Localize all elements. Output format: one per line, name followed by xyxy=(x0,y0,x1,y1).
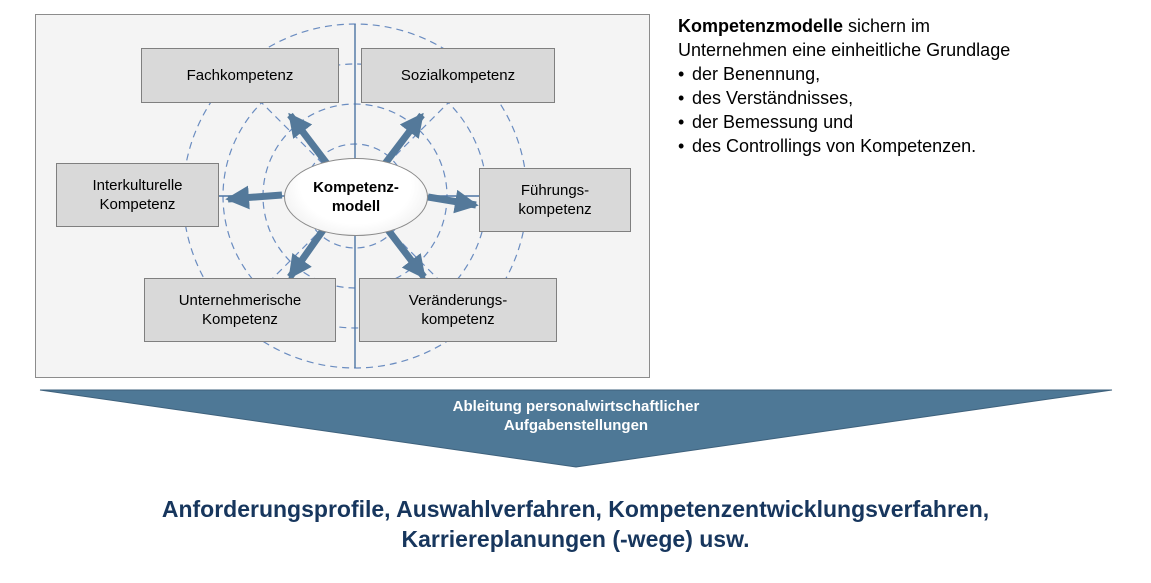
box-label: Führungs- kompetenz xyxy=(518,182,592,218)
box-sozialkompetenz: Sozialkompetenz xyxy=(361,48,555,103)
info-line-1: Kompetenzmodelle sichern im xyxy=(678,14,1148,38)
bullet-marker: • xyxy=(678,64,685,84)
banner-text: Ableitung personalwirtschaftlicher Aufga… xyxy=(38,397,1114,435)
down-arrow-shape xyxy=(39,389,1113,468)
box-label: Unternehmerische Kompetenz xyxy=(178,292,302,328)
footer-headline: Anforderungsprofile, Auswahlverfahren, K… xyxy=(20,494,1131,554)
box-label: Interkulturelle Kompetenz xyxy=(92,177,183,213)
bullet-item: • des Controllings von Kompetenzen. xyxy=(678,134,1148,158)
info-text-block: Kompetenzmodelle sichern im Unternehmen … xyxy=(678,14,1148,158)
box-unternehmerische-kompetenz: Unternehmerische Kompetenz xyxy=(144,278,336,342)
footer-line-2: Karriereplanungen (-wege) usw. xyxy=(401,526,750,552)
bullet-marker: • xyxy=(678,112,685,132)
bullet-marker: • xyxy=(678,88,685,108)
bullet-item: • des Verständnisses, xyxy=(678,86,1148,110)
footer-line-1: Anforderungsprofile, Auswahlverfahren, K… xyxy=(161,496,990,522)
arrow-to-veraenderungskompetenz xyxy=(382,223,427,280)
box-veraenderungskompetenz: Veränderungs- kompetenz xyxy=(359,278,557,342)
info-line-1-bold: Kompetenzmodelle xyxy=(678,16,844,36)
banner-line-2: Aufgabenstellungen xyxy=(503,417,649,434)
arrow-to-unternehmerische-kompetenz xyxy=(287,223,329,280)
arrow-to-fuehrungskompetenz xyxy=(427,189,479,214)
bullet-item: • der Benennung, xyxy=(678,62,1148,86)
box-fuehrungskompetenz: Führungs- kompetenz xyxy=(479,168,631,232)
bullet-text: des Controllings von Kompetenzen. xyxy=(692,136,977,156)
competence-model-panel: Fachkompetenz Sozialkompetenz Interkultu… xyxy=(35,14,650,378)
derivation-banner-arrow: Ableitung personalwirtschaftlicher Aufga… xyxy=(38,389,1114,469)
info-line-1-rest: sichern im xyxy=(843,16,931,36)
bullet-marker: • xyxy=(678,136,685,156)
arrow-to-interkulturelle-kompetenz xyxy=(225,185,283,210)
box-label: Sozialkompetenz xyxy=(400,67,516,84)
info-line-2: Unternehmen eine einheitliche Grundlage xyxy=(678,40,1011,60)
box-interkulturelle-kompetenz: Interkulturelle Kompetenz xyxy=(56,163,219,227)
bullet-text: der Benennung, xyxy=(692,64,821,84)
arrow-to-sozialkompetenz xyxy=(381,112,425,168)
center-ellipse-kompetenzmodell: Kompetenz- modell xyxy=(284,158,428,236)
bullet-text: der Bemessung und xyxy=(692,112,854,132)
box-label: Veränderungs- kompetenz xyxy=(408,292,508,328)
bullet-item: • der Bemessung und xyxy=(678,110,1148,134)
arrow-to-fachkompetenz xyxy=(287,112,331,168)
box-label: Fachkompetenz xyxy=(186,67,294,84)
banner-line-1: Ableitung personalwirtschaftlicher xyxy=(452,398,700,415)
center-label: Kompetenz- modell xyxy=(313,179,399,215)
bullet-text: des Verständnisses, xyxy=(692,88,854,108)
box-fachkompetenz: Fachkompetenz xyxy=(141,48,339,103)
